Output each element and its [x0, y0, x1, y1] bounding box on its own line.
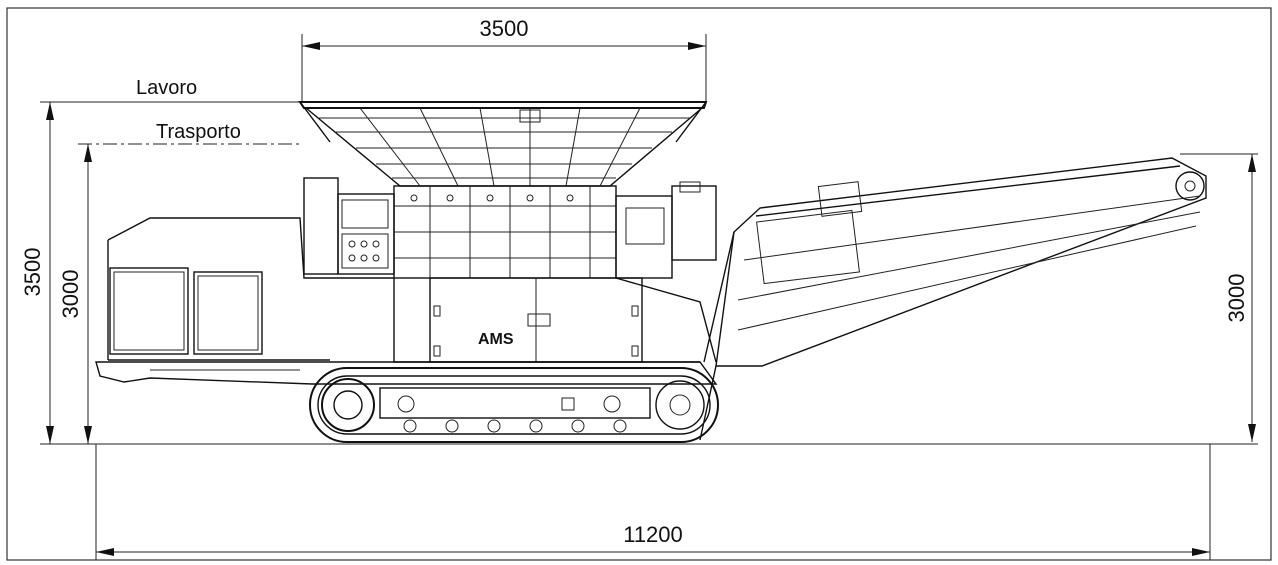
dimension-working-height: 3500	[20, 102, 54, 444]
drawing-frame	[6, 7, 1272, 561]
dimension-hopper-width: 3500	[301, 16, 707, 102]
logo-text: AMS	[478, 331, 514, 348]
dimension-transport-height: 3000	[58, 144, 92, 444]
working-height-value: 3500	[20, 248, 45, 297]
conveyor-height-value: 3000	[1224, 274, 1249, 323]
machine-outline: AMS	[95, 101, 1207, 443]
shredder-module	[393, 185, 617, 279]
crawler-track	[309, 367, 719, 443]
discharge-conveyor	[699, 157, 1207, 441]
overall-length-value: 11200	[623, 522, 683, 547]
chassis-body	[107, 217, 717, 363]
engine-block-left	[303, 177, 395, 275]
hopper-width-value: 3500	[480, 16, 529, 41]
transport-label: Trasporto	[156, 121, 241, 143]
front-deck	[95, 361, 718, 385]
dimension-overall-length: 11200	[95, 444, 1211, 560]
hopper	[298, 101, 708, 187]
dimension-conveyor-height: 3000	[1180, 153, 1258, 442]
discharge-housing: AMS	[429, 277, 643, 363]
working-label: Lavoro	[136, 77, 197, 99]
engine-block-right	[615, 181, 717, 279]
transport-height-value: 3000	[58, 270, 83, 319]
height-reference-lines: Lavoro Trasporto	[40, 77, 302, 145]
